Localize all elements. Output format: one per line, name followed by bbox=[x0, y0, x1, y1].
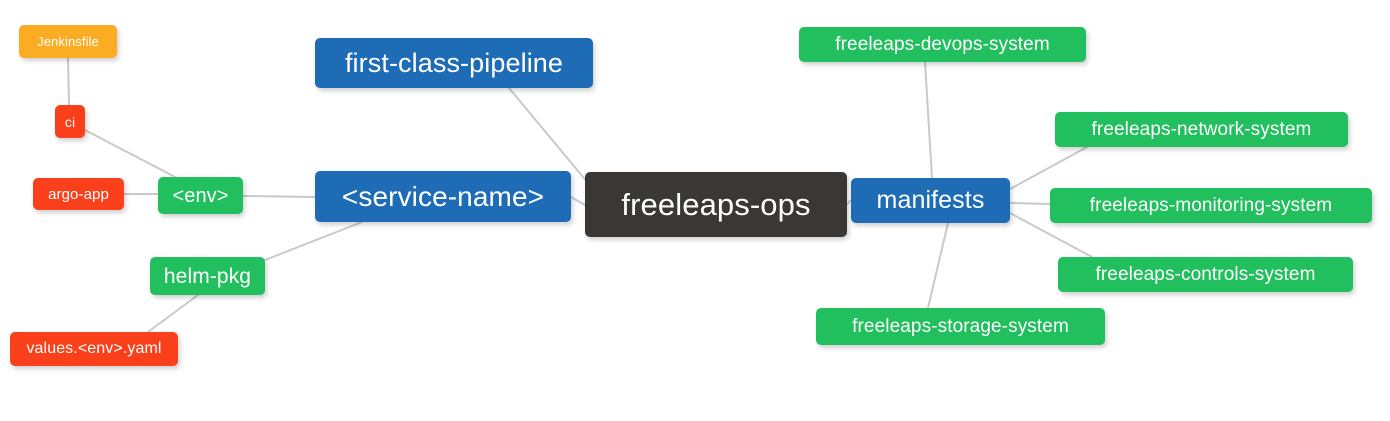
edge-manifests-to-storage-system bbox=[927, 222, 949, 309]
edge-freeleaps-ops-to-service-name bbox=[570, 196, 586, 206]
node-label: <env> bbox=[172, 184, 229, 207]
node-first-class-pipeline[interactable]: first-class-pipeline bbox=[315, 38, 593, 88]
edge-helm-pkg-to-values-yaml bbox=[147, 294, 199, 333]
node-argo-app[interactable]: argo-app bbox=[33, 178, 124, 210]
edge-manifests-to-devops-system bbox=[924, 61, 933, 179]
node-manifests[interactable]: manifests bbox=[851, 178, 1010, 223]
node-label: <service-name> bbox=[341, 180, 545, 212]
node-label: argo-app bbox=[48, 185, 109, 203]
node-helm-pkg[interactable]: helm-pkg bbox=[150, 257, 265, 295]
node-label: freeleaps-storage-system bbox=[852, 316, 1069, 337]
node-label: first-class-pipeline bbox=[344, 47, 564, 78]
node-label: values.<env>.yaml bbox=[26, 340, 162, 357]
edge-manifests-to-monitoring-system bbox=[1009, 202, 1051, 205]
node-values-yaml[interactable]: values.<env>.yaml bbox=[10, 332, 178, 366]
node-env[interactable]: <env> bbox=[158, 177, 243, 214]
node-label: freeleaps-network-system bbox=[1091, 119, 1312, 140]
node-label: freeleaps-controls-system bbox=[1095, 264, 1316, 285]
node-label: ci bbox=[64, 113, 76, 130]
node-storage-system[interactable]: freeleaps-storage-system bbox=[816, 308, 1105, 345]
edge-env-to-ci bbox=[84, 129, 176, 178]
edge-ci-to-jenkinsfile bbox=[67, 57, 70, 106]
node-controls-system[interactable]: freeleaps-controls-system bbox=[1058, 257, 1353, 292]
node-label: Jenkinsfile bbox=[37, 34, 99, 49]
node-label: freeleaps-monitoring-system bbox=[1089, 195, 1333, 216]
node-label: freeleaps-devops-system bbox=[835, 34, 1050, 55]
node-devops-system[interactable]: freeleaps-devops-system bbox=[799, 27, 1086, 62]
edge-service-name-to-env bbox=[242, 195, 316, 198]
node-freeleaps-ops[interactable]: freeleaps-ops bbox=[585, 172, 847, 237]
node-jenkinsfile[interactable]: Jenkinsfile bbox=[19, 25, 117, 58]
node-label: freeleaps-ops bbox=[621, 187, 811, 222]
node-label: helm-pkg bbox=[163, 264, 252, 288]
node-label: manifests bbox=[876, 186, 985, 214]
node-monitoring-system[interactable]: freeleaps-monitoring-system bbox=[1050, 188, 1372, 223]
node-service-name[interactable]: <service-name> bbox=[315, 171, 571, 222]
edge-manifests-to-network-system bbox=[1009, 146, 1088, 190]
node-ci[interactable]: ci bbox=[55, 105, 85, 138]
edge-service-name-to-helm-pkg bbox=[264, 221, 363, 261]
node-network-system[interactable]: freeleaps-network-system bbox=[1055, 112, 1348, 147]
